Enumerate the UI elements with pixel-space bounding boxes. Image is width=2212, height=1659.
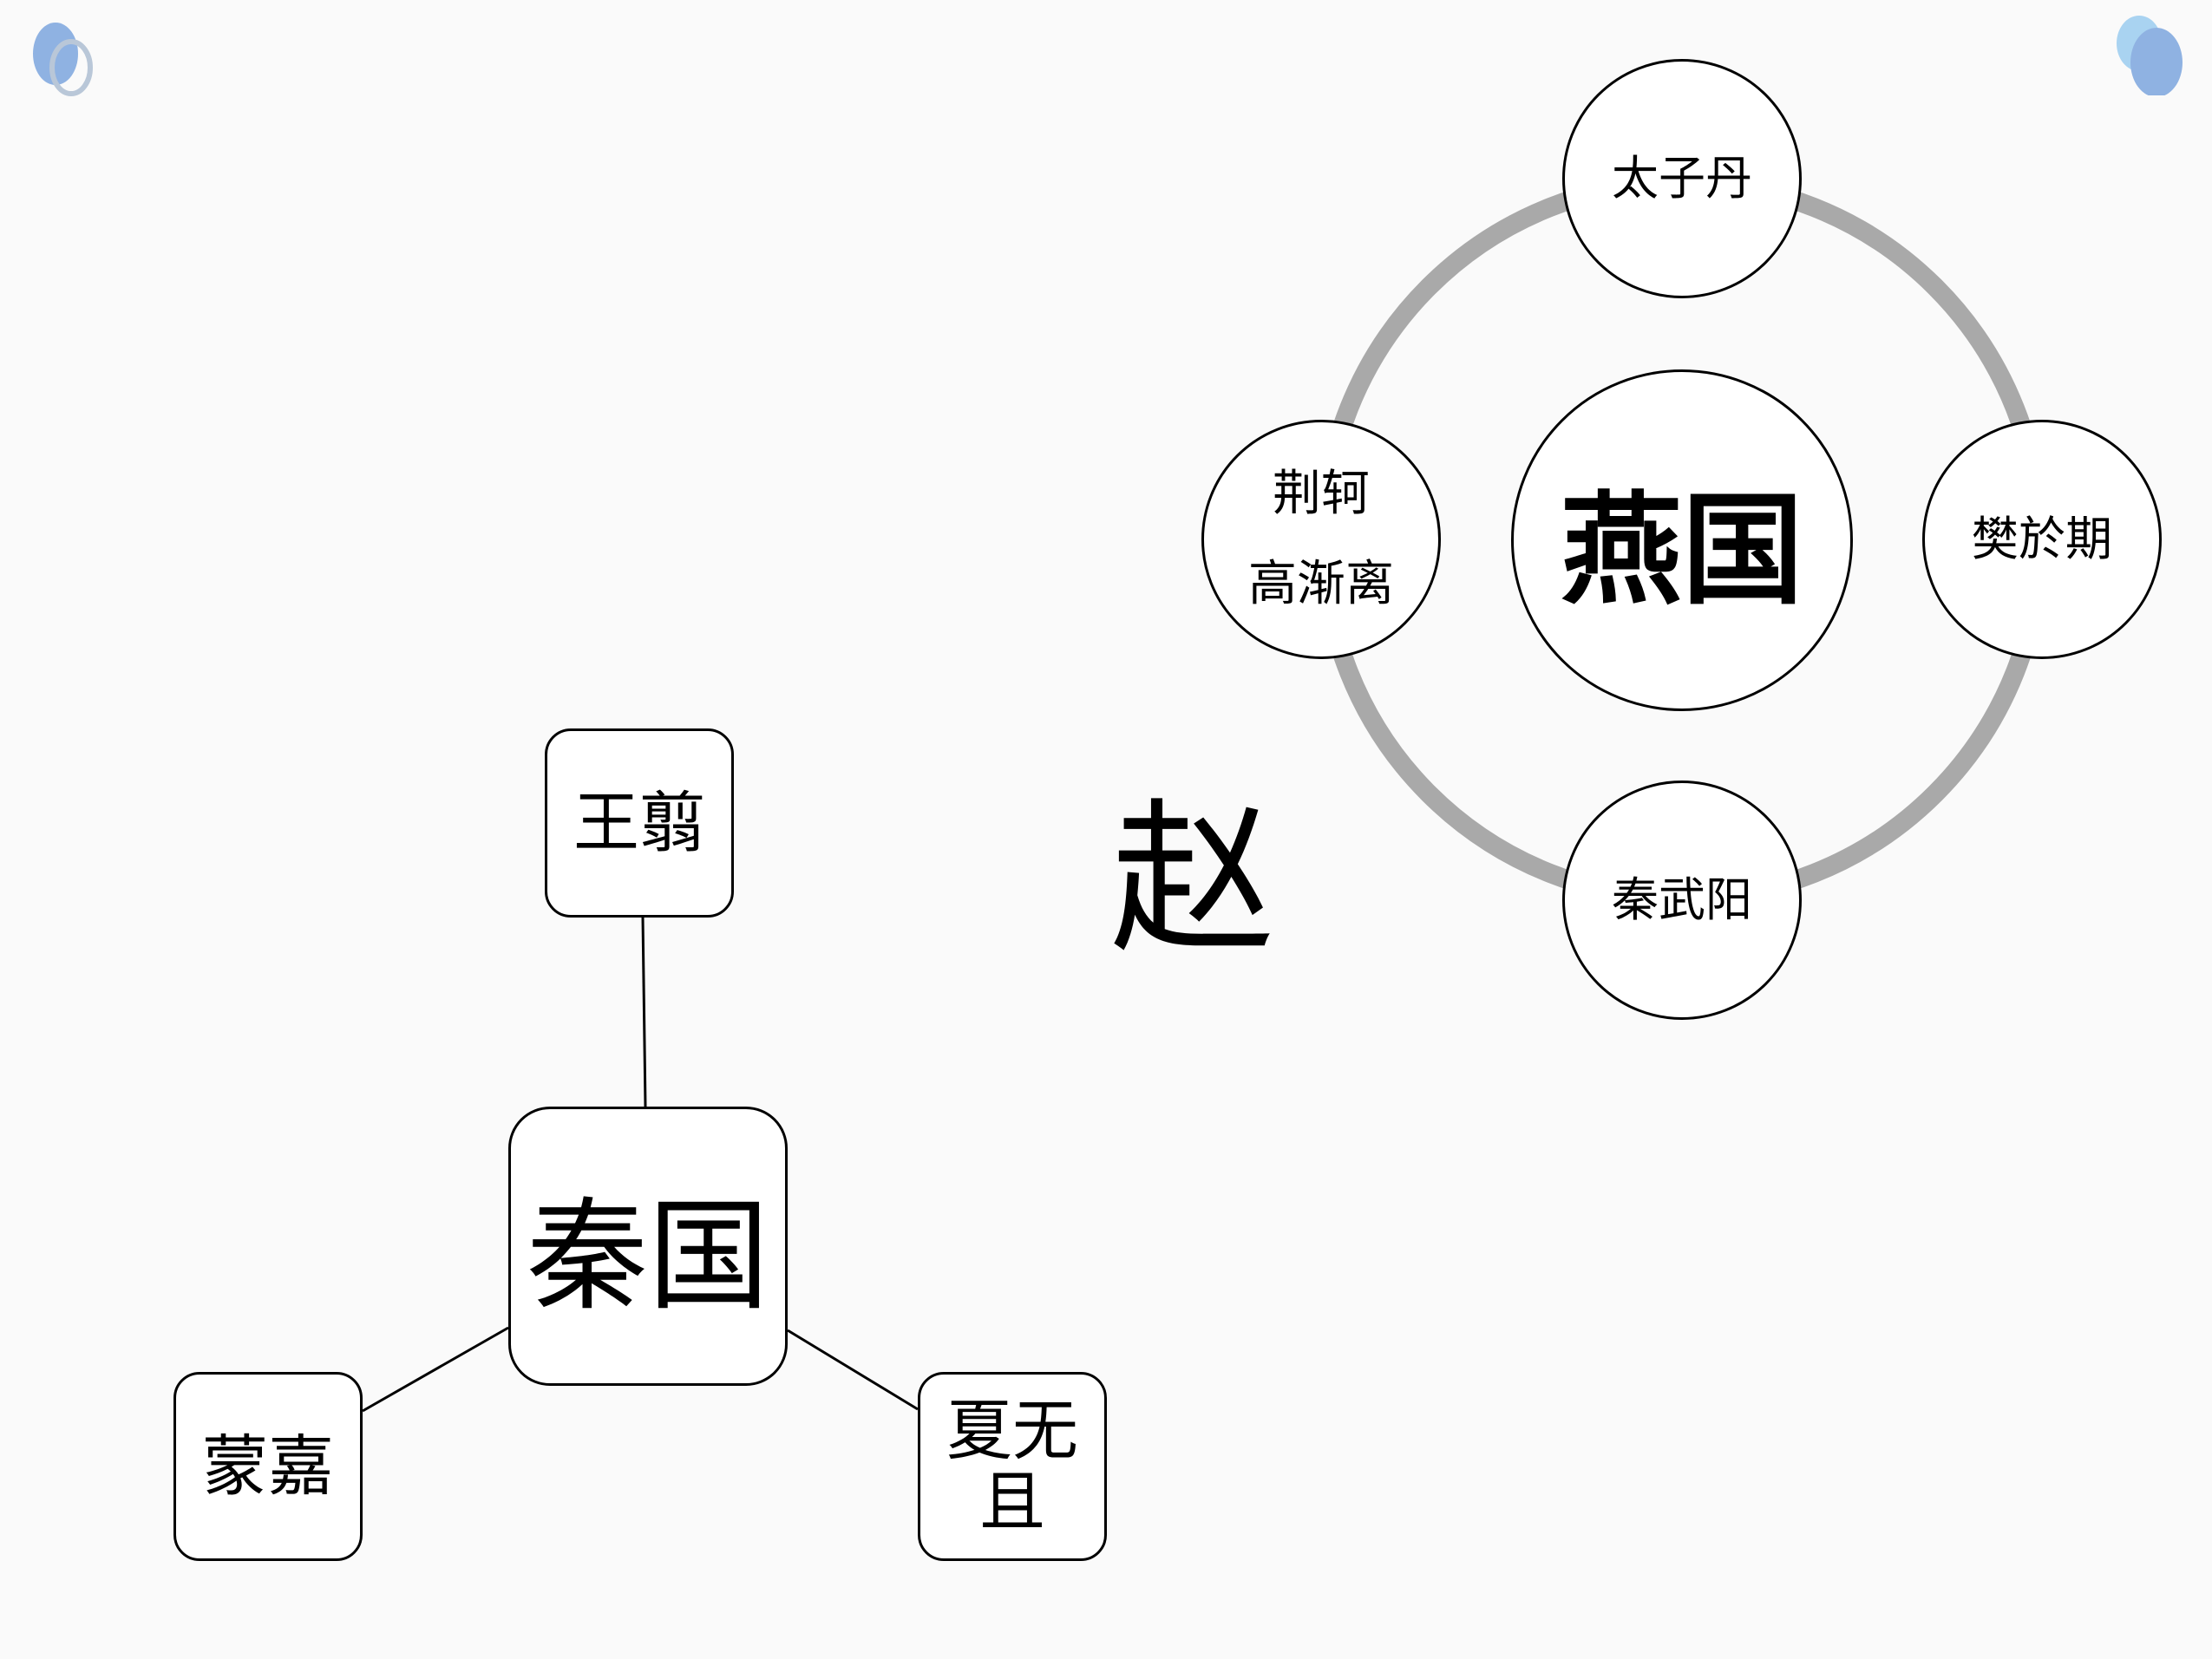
qin-mengjia-connector <box>362 1326 509 1413</box>
fan-yuqi-label: 樊於期 <box>1972 511 2112 566</box>
qin-state-node: 秦国 <box>508 1107 788 1386</box>
qin-state-label: 秦国 <box>526 1186 769 1328</box>
zhao-label: 赵 <box>1110 784 1276 976</box>
yan-state-node: 燕国 <box>1511 369 1853 711</box>
taizi-dan-label: 太子丹 <box>1612 150 1752 206</box>
qin-wangjian-connector <box>641 917 647 1107</box>
qin-xiawuju-connector <box>787 1329 919 1411</box>
jingke-label: 荆轲 <box>1273 466 1370 522</box>
wang-jian-label: 王翦 <box>573 784 705 862</box>
ornament-circles-icon <box>33 23 93 96</box>
qin-wuyang-label: 秦武阳 <box>1612 872 1752 927</box>
jingke-gaojianli-node: 荆轲 高渐离 <box>1201 420 1441 659</box>
meng-jia-node: 蒙嘉 <box>173 1372 363 1561</box>
wang-jian-node: 王翦 <box>545 728 734 918</box>
fan-yuqi-node: 樊於期 <box>1922 420 2162 659</box>
qin-wuyang-node: 秦武阳 <box>1562 781 1802 1020</box>
ornament-circles-icon <box>2117 16 2183 95</box>
xia-wuju-line-1: 夏无 <box>946 1392 1078 1469</box>
gaojianli-label: 高渐离 <box>1248 556 1394 612</box>
yan-state-label: 燕国 <box>1560 480 1803 622</box>
taizi-dan-node: 太子丹 <box>1562 59 1802 298</box>
xia-wuju-node: 夏无 且 <box>918 1372 1107 1561</box>
xia-wuju-line-2: 且 <box>979 1463 1045 1540</box>
meng-jia-label: 蒙嘉 <box>202 1427 334 1506</box>
